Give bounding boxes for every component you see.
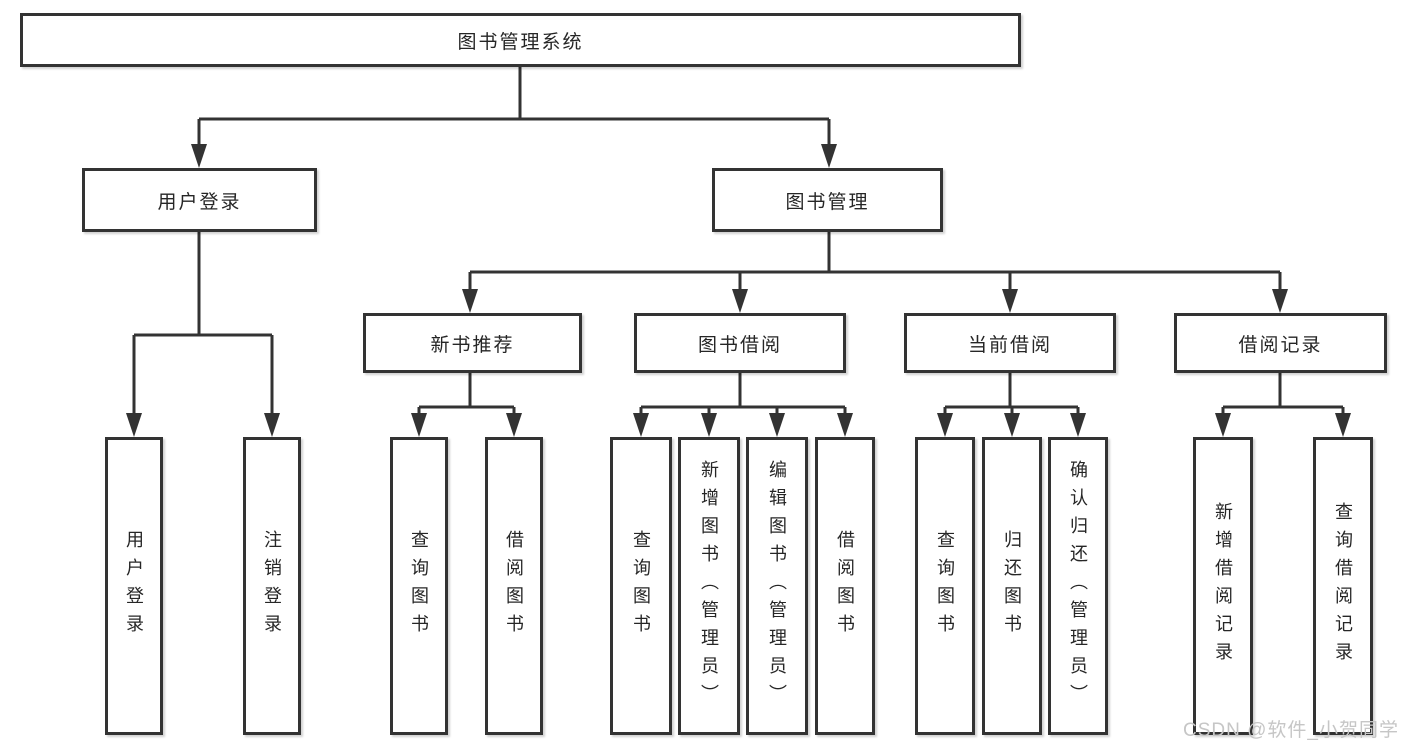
node-current-borrow: 当前借阅	[904, 313, 1116, 373]
leaf-logout: 注销登录	[243, 437, 301, 735]
leaf-bor-borrow-book-label: 借阅图书	[835, 530, 855, 642]
leaf-add-borrow-record-label: 新增借阅记录	[1213, 502, 1233, 670]
leaf-cur-query-book-label: 查询图书	[935, 530, 955, 642]
leaf-rec-query-book: 查询图书	[390, 437, 448, 735]
node-book-borrow: 图书借阅	[634, 313, 846, 373]
node-root-label: 图书管理系统	[457, 31, 584, 53]
leaf-rec-query-book-label: 查询图书	[409, 530, 429, 642]
leaf-query-borrow-record-label: 查询借阅记录	[1333, 502, 1353, 670]
leaf-bor-edit-book-label: 编辑图书（管理员）	[767, 460, 787, 712]
leaf-cur-return-book: 归还图书	[982, 437, 1042, 735]
leaf-query-borrow-record: 查询借阅记录	[1313, 437, 1373, 735]
leaf-bor-edit-book: 编辑图书（管理员）	[746, 437, 808, 735]
leaf-rec-borrow-book: 借阅图书	[485, 437, 543, 735]
leaf-rec-borrow-book-label: 借阅图书	[504, 530, 524, 642]
node-book-borrow-label: 图书借阅	[697, 334, 782, 356]
leaf-user-login: 用户登录	[105, 437, 163, 735]
node-user-login-label: 用户登录	[157, 191, 242, 213]
node-borrow-record: 借阅记录	[1174, 313, 1387, 373]
node-current-borrow-label: 当前借阅	[967, 334, 1052, 356]
leaf-cur-confirm-return-label: 确认归还（管理员）	[1068, 460, 1088, 712]
leaf-user-login-label: 用户登录	[124, 530, 144, 642]
node-user-login: 用户登录	[82, 168, 317, 232]
leaf-bor-query-book-label: 查询图书	[631, 530, 651, 642]
node-borrow-record-label: 借阅记录	[1238, 334, 1323, 356]
node-book-mgmt: 图书管理	[712, 168, 943, 232]
node-new-book-rec: 新书推荐	[363, 313, 582, 373]
leaf-bor-add-book: 新增图书（管理员）	[678, 437, 740, 735]
leaf-cur-confirm-return: 确认归还（管理员）	[1048, 437, 1108, 735]
csdn-watermark: CSDN @软件_小贺同学	[1183, 720, 1399, 741]
leaf-bor-borrow-book: 借阅图书	[815, 437, 875, 735]
leaf-add-borrow-record: 新增借阅记录	[1193, 437, 1253, 735]
leaf-cur-return-book-label: 归还图书	[1002, 530, 1022, 642]
node-root: 图书管理系统	[20, 13, 1021, 67]
leaf-cur-query-book: 查询图书	[915, 437, 975, 735]
node-new-book-rec-label: 新书推荐	[430, 334, 515, 356]
leaf-bor-add-book-label: 新增图书（管理员）	[699, 460, 719, 712]
leaf-logout-label: 注销登录	[262, 530, 282, 642]
node-book-mgmt-label: 图书管理	[785, 191, 870, 213]
leaf-bor-query-book: 查询图书	[610, 437, 672, 735]
